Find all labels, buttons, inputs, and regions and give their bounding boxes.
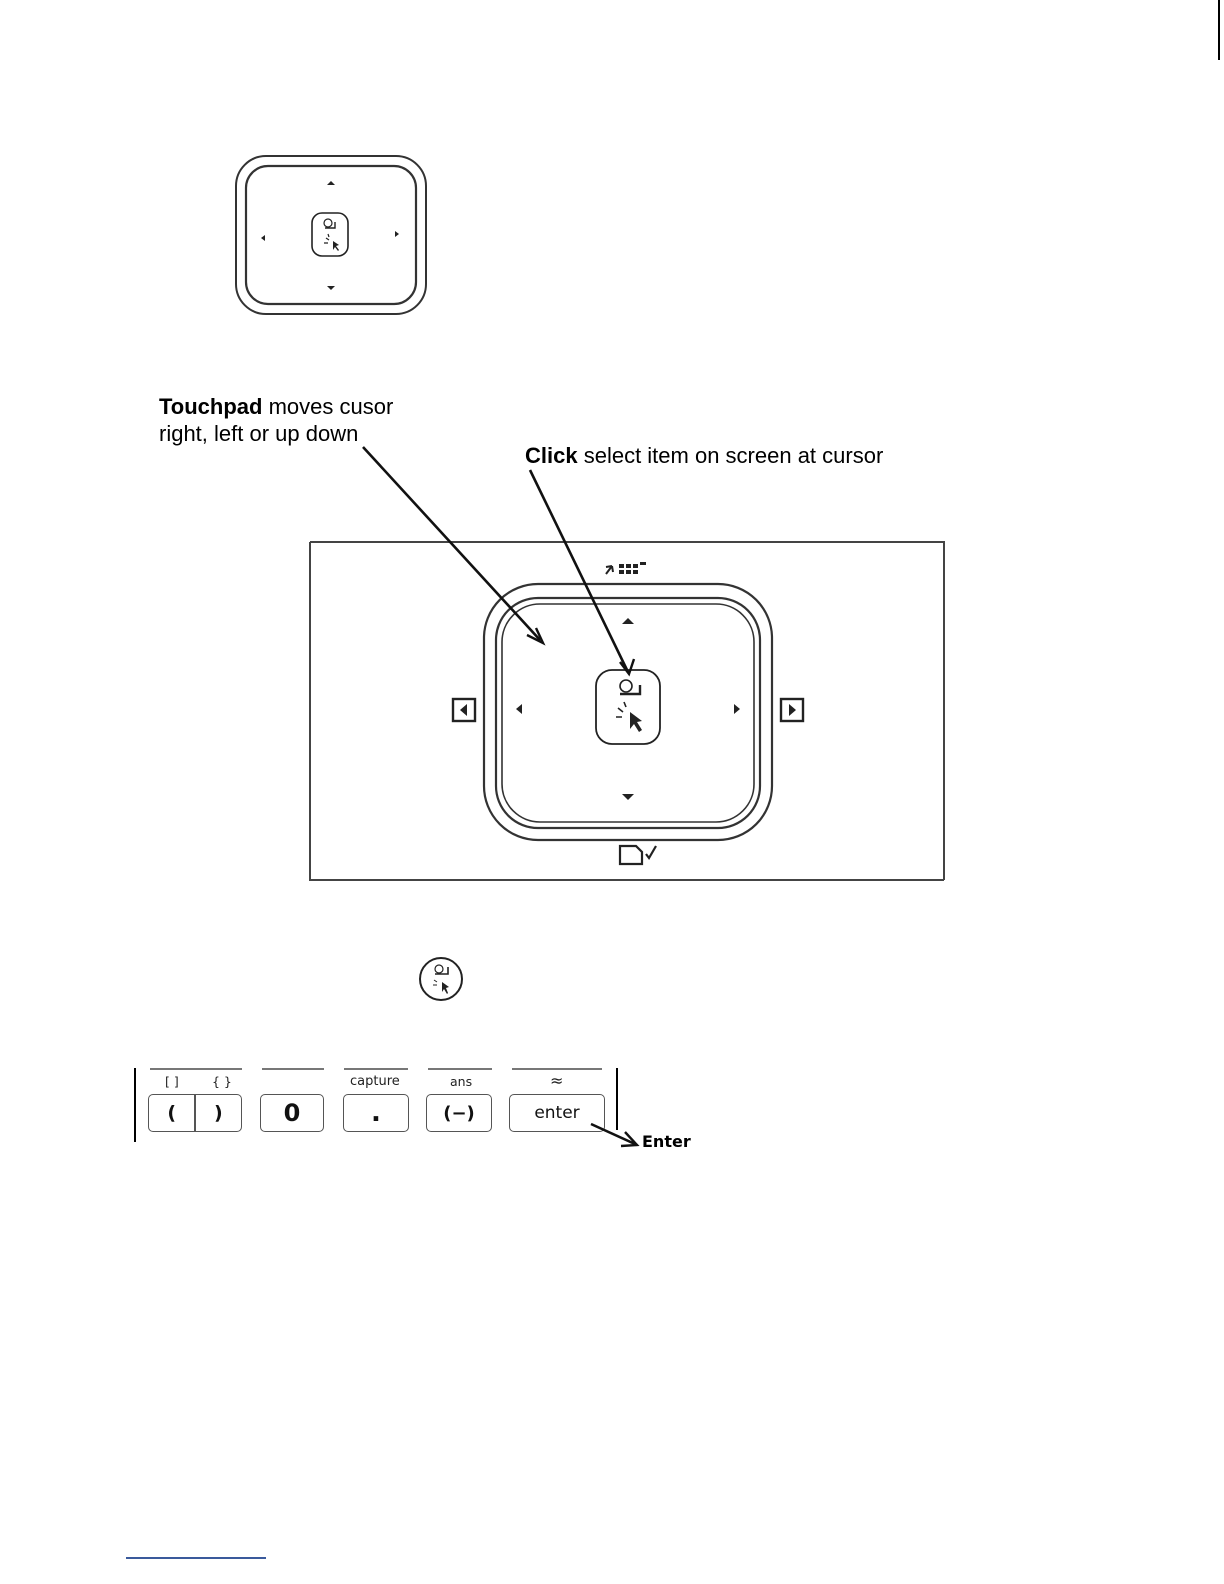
upper-key-edge <box>344 1068 408 1070</box>
paren-key[interactable]: ( ) <box>148 1094 242 1132</box>
close-paren-key[interactable]: ) <box>196 1102 241 1124</box>
footnote-rule <box>126 1557 266 1559</box>
zero-key[interactable]: 0 <box>260 1094 324 1132</box>
keypad-left-edge <box>134 1068 136 1142</box>
touchpad-pointer <box>363 447 543 643</box>
sublabel-brackets: [ ] <box>165 1074 179 1089</box>
enter-pointer <box>585 1118 645 1158</box>
enter-callout-label: Enter <box>642 1132 691 1151</box>
sublabel-braces: { } <box>212 1074 232 1089</box>
upper-key-edge <box>150 1068 242 1070</box>
upper-key-edge <box>262 1068 324 1070</box>
decimal-key[interactable]: . <box>343 1094 409 1132</box>
open-paren-key[interactable]: ( <box>149 1102 194 1124</box>
negative-key[interactable]: (−) <box>426 1094 492 1132</box>
upper-key-edge <box>512 1068 602 1070</box>
upper-key-edge <box>428 1068 492 1070</box>
sublabel-capture: capture <box>350 1074 400 1089</box>
keypad-row: [ ] { } capture ans ≈ ( ) 0 . (−) enter <box>132 1062 632 1148</box>
click-pointer <box>530 470 634 674</box>
click-button-round-icon <box>416 955 466 1003</box>
sublabel-ans: ans <box>450 1074 472 1089</box>
sublabel-approx: ≈ <box>550 1071 563 1090</box>
